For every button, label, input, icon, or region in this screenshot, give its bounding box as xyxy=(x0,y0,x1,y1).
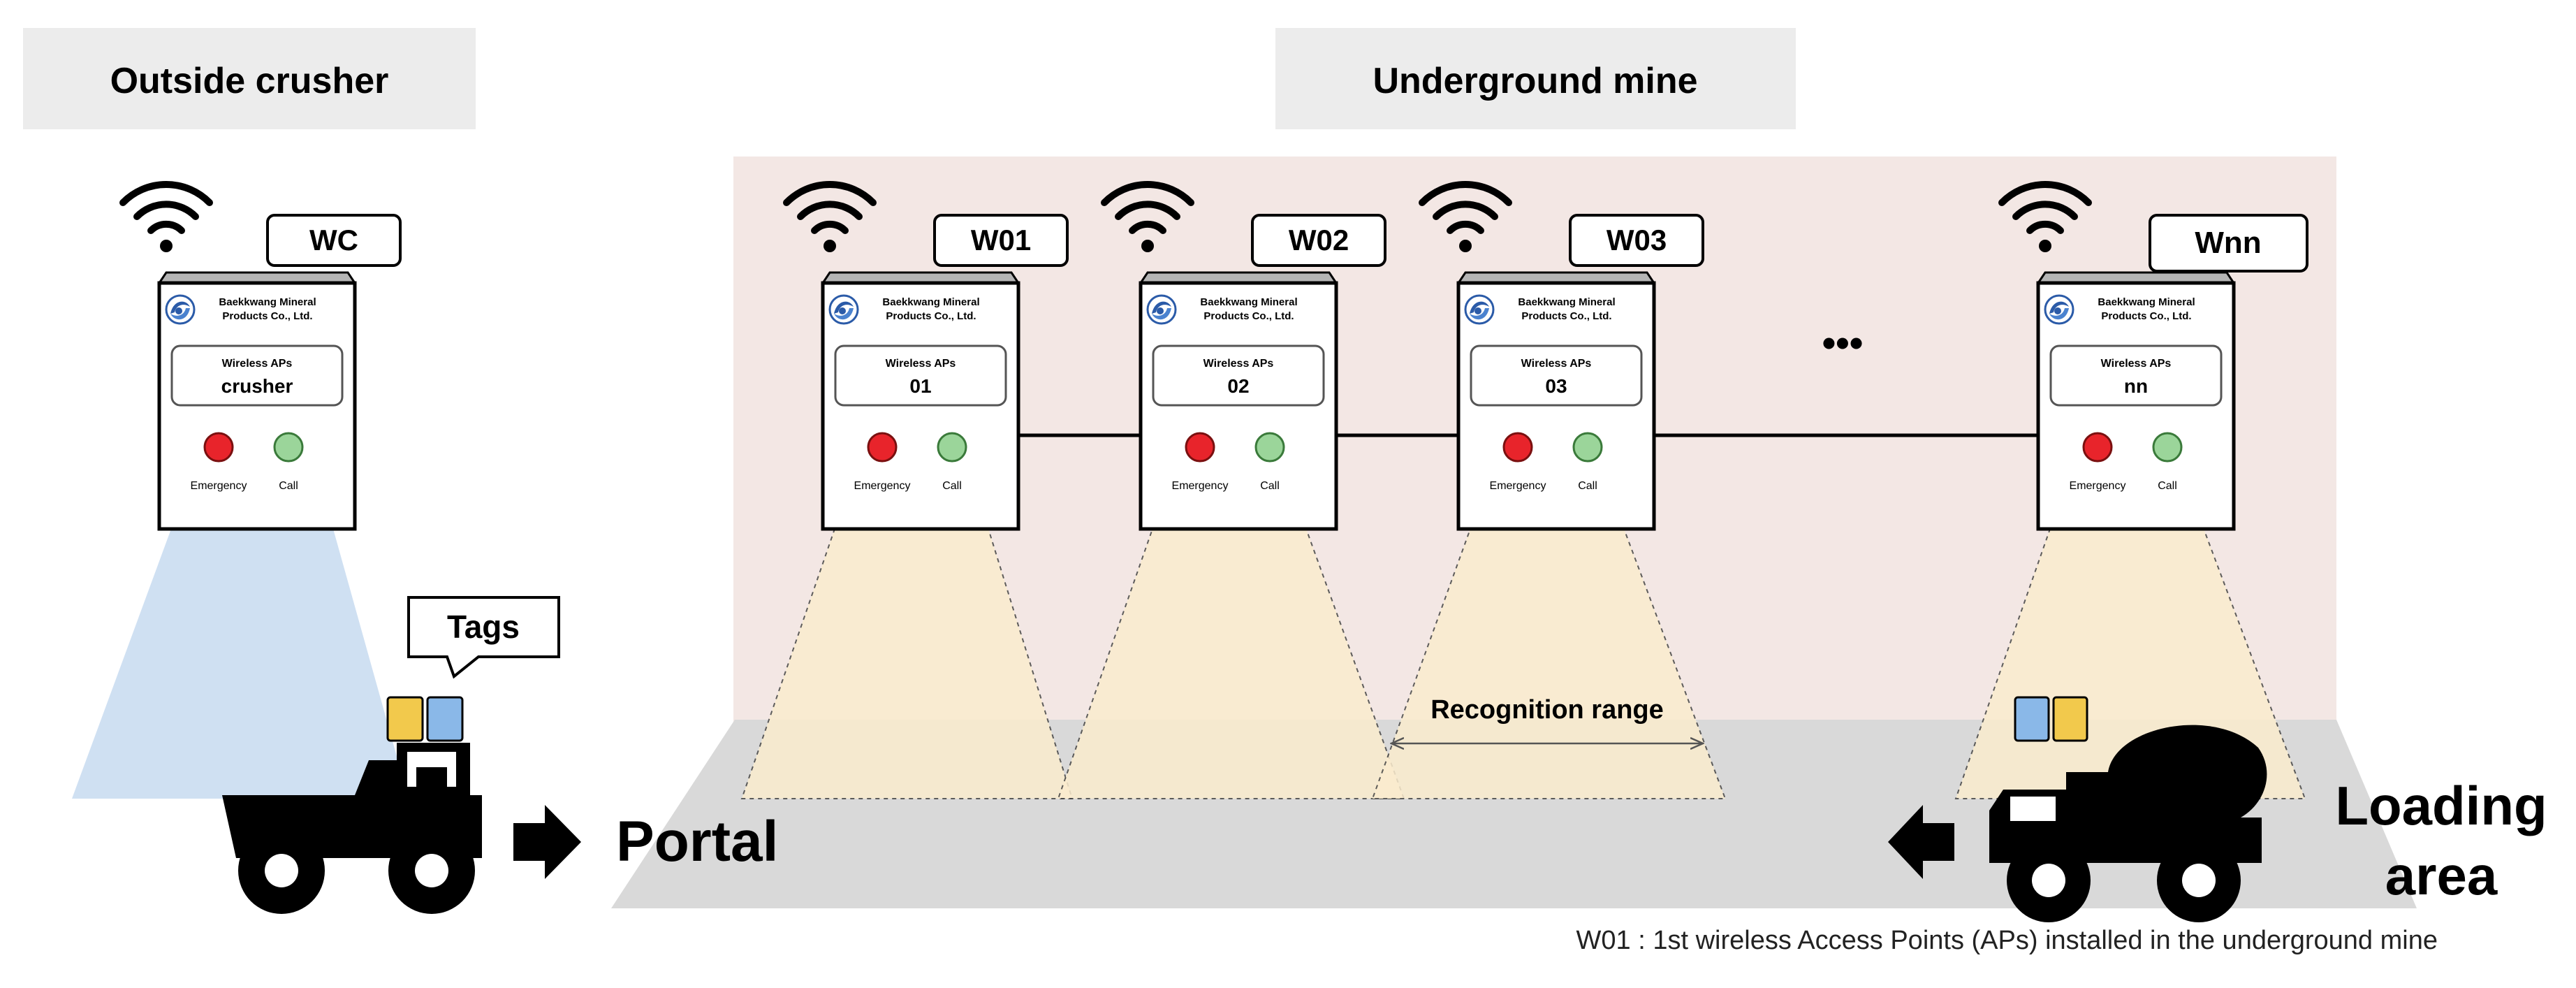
emergency-label: Emergency xyxy=(191,480,247,492)
company-logo-icon xyxy=(828,294,859,325)
company-logo-icon xyxy=(1146,294,1177,325)
underground-mine-header xyxy=(1275,28,1796,129)
company-name-line2: Products Co., Ltd. xyxy=(1203,310,1294,322)
emergency-button[interactable] xyxy=(203,432,234,463)
emergency-label: Emergency xyxy=(854,480,911,492)
ap-id-label-box xyxy=(1251,214,1386,267)
more-aps-ellipsis: ••• xyxy=(1822,321,1864,365)
emergency-label: Emergency xyxy=(1172,480,1229,492)
ap-id-label: Wnn xyxy=(2195,226,2261,260)
arrow-right-icon xyxy=(513,805,581,879)
portal-label: Portal xyxy=(616,810,778,873)
wc-beam xyxy=(72,529,409,799)
ap-id-label-box xyxy=(1569,214,1704,267)
tags-label: Tags xyxy=(447,609,520,645)
ap-display-heading: Wireless APs xyxy=(1203,358,1274,370)
emergency-button[interactable] xyxy=(867,432,898,463)
ap-unit-w02: W02 Baekkwang Mineral Products Co., Ltd.… xyxy=(1104,184,1386,531)
company-name-line2: Products Co., Ltd. xyxy=(886,310,976,322)
ap-display-heading: Wireless APs xyxy=(1521,358,1592,370)
ap-unit-wc: WC Baekkwang Mineral Products Co., Ltd. … xyxy=(123,184,402,531)
ap-unit-w03: W03 Baekkwang Mineral Products Co., Ltd.… xyxy=(1422,184,1704,531)
ap-display-heading: Wireless APs xyxy=(222,358,293,370)
company-name-line1: Baekkwang Mineral xyxy=(882,296,979,308)
company-logo-icon xyxy=(165,294,196,325)
tag-blue-loading xyxy=(2014,696,2050,742)
ap-display-name: nn xyxy=(2124,375,2148,397)
emergency-label: Emergency xyxy=(1490,480,1546,492)
call-button[interactable] xyxy=(1254,432,1285,463)
call-label: Call xyxy=(2158,480,2177,492)
outside-crusher-title: Outside crusher xyxy=(110,61,389,101)
underground-mine-title: Underground mine xyxy=(1373,61,1697,101)
company-name-line1: Baekkwang Mineral xyxy=(219,296,316,308)
ap-id-label: WC xyxy=(309,224,358,256)
company-name-line2: Products Co., Ltd. xyxy=(2101,310,2191,322)
company-name-line1: Baekkwang Mineral xyxy=(1518,296,1615,308)
ap-display-heading: Wireless APs xyxy=(886,358,956,370)
ap-id-label-box xyxy=(2149,214,2308,273)
outside-crusher-header xyxy=(23,28,476,129)
ap-id-label: W03 xyxy=(1607,224,1667,256)
call-button[interactable] xyxy=(1572,432,1603,463)
ap-display-name: crusher xyxy=(221,375,293,397)
ap-display-name: 03 xyxy=(1545,375,1567,397)
company-name-line2: Products Co., Ltd. xyxy=(222,310,312,322)
tag-yellow-loading xyxy=(2052,696,2088,742)
call-label: Call xyxy=(942,480,962,492)
footnote: W01 : 1st wireless Access Points (APs) i… xyxy=(1576,926,2438,955)
loading-area-line1: Loading xyxy=(2335,775,2547,836)
call-button[interactable] xyxy=(273,432,304,463)
ap-display-name: 01 xyxy=(909,375,931,397)
emergency-button[interactable] xyxy=(2082,432,2113,463)
ap-display xyxy=(1152,344,1325,407)
ap-id-label: W02 xyxy=(1289,224,1349,256)
tag-yellow xyxy=(386,696,424,742)
beams xyxy=(72,528,2306,799)
emergency-label: Emergency xyxy=(2070,480,2126,492)
loading-area-line2: area xyxy=(2385,845,2498,906)
recognition-range-label: Recognition range xyxy=(1430,695,1664,725)
ap-display xyxy=(2049,344,2223,407)
ap-display xyxy=(170,344,344,407)
company-logo-icon xyxy=(2044,294,2074,325)
ap-unit-wnn: Wnn Baekkwang Mineral Products Co., Ltd.… xyxy=(2002,184,2308,531)
ap-id-label-box xyxy=(266,214,402,267)
tags-callout xyxy=(407,596,560,679)
company-logo-icon xyxy=(1464,294,1495,325)
ap-id-label-box xyxy=(933,214,1069,267)
tag-blue xyxy=(426,696,464,742)
ap-id-label: W01 xyxy=(971,224,1031,256)
ap-display xyxy=(1470,344,1643,407)
emergency-button[interactable] xyxy=(1185,432,1215,463)
company-name-line1: Baekkwang Mineral xyxy=(2098,296,2195,308)
wifi-icon xyxy=(123,184,210,252)
company-name-line1: Baekkwang Mineral xyxy=(1200,296,1297,308)
ap-display-heading: Wireless APs xyxy=(2101,358,2172,370)
arrow-left-icon xyxy=(1888,805,1954,879)
ap-display-name: 02 xyxy=(1227,375,1249,397)
call-label: Call xyxy=(1578,480,1597,492)
call-label: Call xyxy=(279,480,298,492)
company-name-line2: Products Co., Ltd. xyxy=(1521,310,1611,322)
ap-display xyxy=(834,344,1007,407)
call-button[interactable] xyxy=(937,432,967,463)
emergency-button[interactable] xyxy=(1502,432,1533,463)
ap-unit-w01: W01 Baekkwang Mineral Products Co., Ltd.… xyxy=(786,184,1069,531)
call-button[interactable] xyxy=(2152,432,2183,463)
call-label: Call xyxy=(1260,480,1280,492)
